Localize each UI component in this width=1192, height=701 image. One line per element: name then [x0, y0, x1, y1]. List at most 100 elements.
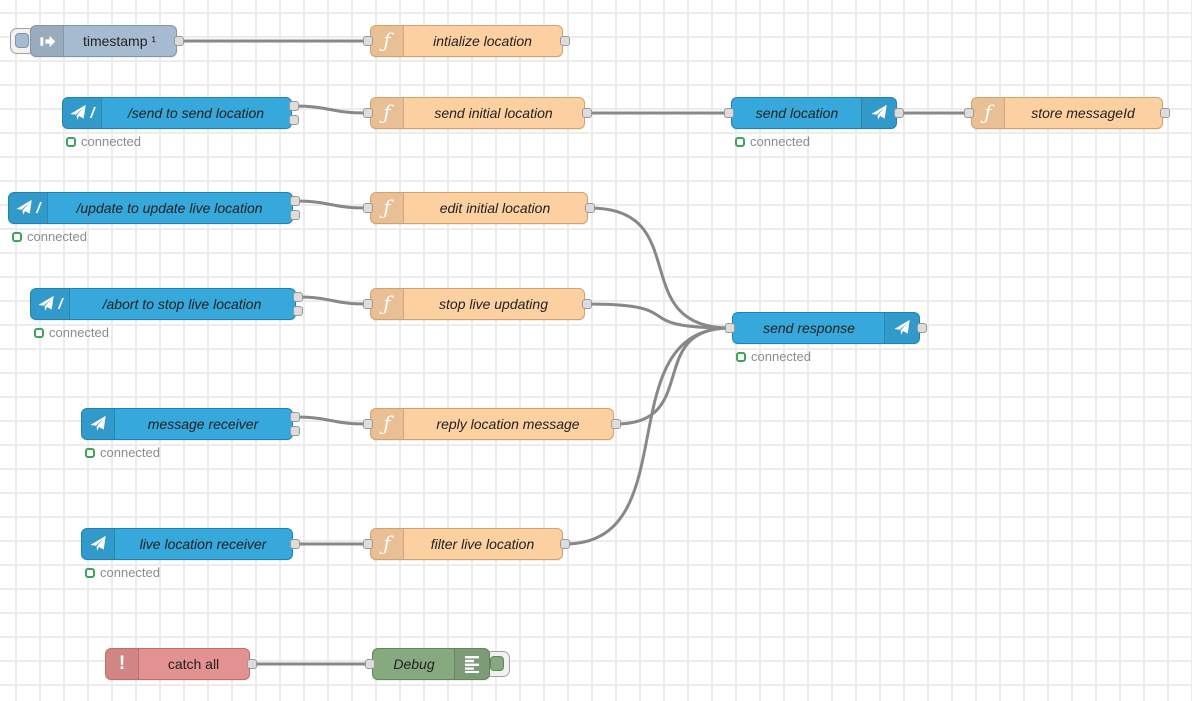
node-body[interactable]: ƒ reply location message [370, 408, 614, 440]
output-port[interactable] [560, 539, 570, 549]
node-label: Debug [393, 656, 435, 672]
telegram-plane-icon: / [9, 193, 48, 223]
node-body[interactable]: live location receiver [81, 528, 293, 560]
input-port[interactable] [363, 203, 373, 213]
output-port-1[interactable] [289, 101, 299, 111]
node-status: connected [34, 325, 109, 340]
function-f-icon: ƒ [371, 409, 404, 439]
status-text: connected [81, 134, 141, 149]
status-connected-icon [12, 231, 22, 242]
node-label: /update to update live location [76, 200, 263, 216]
output-port[interactable] [582, 108, 592, 118]
node-label: reply location message [436, 416, 580, 432]
output-port[interactable] [585, 203, 595, 213]
status-connected-icon [85, 567, 95, 578]
status-connected-icon [34, 327, 44, 338]
wire[interactable] [293, 199, 368, 210]
node-label: catch all [167, 656, 220, 672]
output-port-2[interactable] [290, 210, 300, 220]
input-port[interactable] [365, 659, 375, 669]
node-body[interactable]: ƒ send initial location [370, 97, 585, 129]
wire[interactable] [563, 326, 732, 546]
node-body[interactable]: !catch all [105, 648, 250, 680]
output-port-1[interactable] [290, 412, 300, 422]
output-port[interactable] [174, 36, 184, 46]
node-label: stop live updating [439, 296, 548, 312]
function-f-icon: ƒ [972, 98, 1005, 128]
node-label: intialize location [433, 33, 532, 49]
node-function-reply-location-message: ƒ reply location message [363, 408, 621, 440]
input-port[interactable] [724, 108, 734, 118]
input-port[interactable] [363, 419, 373, 429]
command-slash-icon: / [58, 295, 63, 313]
status-text: connected [27, 229, 87, 244]
node-body[interactable]: ƒ filter live location [370, 528, 563, 560]
output-port-1[interactable] [293, 292, 303, 302]
node-telegram-command-abort: / /abort to stop live location connected [30, 288, 303, 340]
node-body[interactable]: send location [731, 97, 897, 129]
output-port[interactable] [894, 108, 904, 118]
wire[interactable] [585, 302, 732, 330]
status-text: connected [100, 565, 160, 580]
node-label: /send to send location [127, 105, 265, 121]
output-port[interactable] [1160, 108, 1170, 118]
output-port[interactable] [611, 419, 621, 429]
wire[interactable] [296, 295, 368, 306]
node-status: connected [12, 229, 87, 244]
node-status: connected [85, 445, 160, 460]
node-body[interactable]: Debug [372, 648, 490, 680]
node-body[interactable]: send response [732, 312, 920, 344]
status-connected-icon [66, 136, 76, 147]
status-text: connected [49, 325, 109, 340]
function-f-icon: ƒ [371, 529, 404, 559]
node-body[interactable]: / /update to update live location [8, 192, 293, 224]
node-body[interactable]: timestamp ¹ [30, 25, 177, 57]
input-port[interactable] [363, 299, 373, 309]
output-port[interactable] [290, 539, 300, 549]
telegram-plane-icon [82, 409, 115, 439]
input-port[interactable] [964, 108, 974, 118]
node-telegram-receiver-message-receiver: message receiver connected [81, 408, 300, 460]
node-status: connected [736, 349, 811, 364]
function-f-icon: ƒ [371, 98, 404, 128]
node-label: edit initial location [439, 200, 551, 216]
node-label: live location receiver [139, 536, 267, 552]
node-label: filter live location [430, 536, 535, 552]
node-label: /abort to stop live location [102, 296, 262, 312]
command-slash-icon: / [90, 104, 95, 122]
debug-console-icon [454, 649, 489, 679]
output-port[interactable] [560, 36, 570, 46]
status-connected-icon [735, 136, 745, 147]
input-port[interactable] [363, 108, 373, 118]
node-body[interactable]: / /abort to stop live location [30, 288, 296, 320]
node-label: send initial location [434, 105, 553, 121]
wire[interactable] [293, 415, 368, 426]
node-body[interactable]: message receiver [81, 408, 293, 440]
output-port-2[interactable] [290, 426, 300, 436]
node-body[interactable]: / /send to send location [62, 97, 292, 129]
input-port[interactable] [725, 323, 735, 333]
wire[interactable] [292, 104, 368, 115]
input-port[interactable] [363, 36, 373, 46]
wire[interactable] [614, 326, 732, 426]
node-telegram-sender-send-response: send response connected [725, 312, 927, 364]
output-port[interactable] [917, 323, 927, 333]
input-port[interactable] [363, 539, 373, 549]
output-port[interactable] [582, 299, 592, 309]
output-port-1[interactable] [290, 196, 300, 206]
wire[interactable] [588, 206, 732, 330]
node-inject-timestamp: timestamp ¹ [10, 25, 184, 57]
output-port[interactable] [247, 659, 257, 669]
output-port-2[interactable] [293, 306, 303, 316]
output-port-2[interactable] [289, 115, 299, 125]
